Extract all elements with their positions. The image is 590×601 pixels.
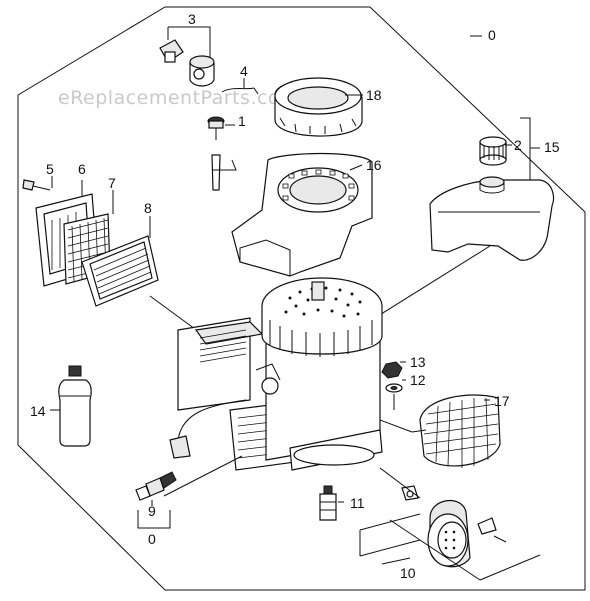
callout-5: 5	[46, 161, 54, 177]
leader-9	[137, 500, 171, 529]
fan-housing-part	[231, 152, 373, 277]
muffler-guard-part	[411, 394, 501, 468]
callout-10: 10	[400, 565, 416, 581]
callout-7: 7	[108, 175, 116, 191]
callout-3: 3	[188, 11, 196, 27]
nut-part	[381, 361, 403, 379]
leader-engine-muffler	[379, 467, 421, 499]
callout-11: 11	[350, 495, 365, 511]
callout-12: 12	[410, 372, 426, 388]
fuel-tank-part	[429, 176, 555, 261]
callout-15: 15	[544, 139, 560, 155]
callout-8: 8	[144, 200, 152, 216]
spark-plug-part	[135, 471, 177, 501]
leader-3	[167, 26, 211, 58]
callout-14: 14	[30, 403, 46, 419]
assembly-boundary	[17, 6, 586, 591]
leader-10	[359, 513, 541, 581]
callout-17: 17	[494, 393, 510, 409]
wire-link-part	[221, 87, 259, 95]
leader-tank-engine	[377, 245, 491, 317]
watermark: eReplacementParts.com	[58, 87, 299, 109]
callout-4: 4	[240, 63, 248, 79]
callout-18: 18	[366, 87, 382, 103]
leader-engine-guard	[379, 419, 413, 433]
leader-16	[349, 164, 363, 171]
leader-12	[393, 379, 406, 410]
callout-2: 2	[514, 137, 522, 153]
callout-13: 13	[410, 354, 426, 370]
engine-assembly	[169, 277, 383, 471]
choke-lever-part	[159, 39, 215, 87]
callout-0-top: 0	[488, 27, 496, 43]
leader-15	[520, 117, 540, 181]
callout-9: 9	[148, 503, 156, 519]
washer-part	[385, 383, 403, 393]
fitting-part	[319, 485, 337, 521]
screw-5-part	[22, 179, 51, 191]
filter-pad-part	[81, 235, 159, 307]
muffler-part	[401, 485, 507, 568]
callout-1: 1	[238, 113, 246, 129]
callout-16: 16	[366, 157, 382, 173]
screw-knob-part	[207, 116, 237, 191]
callout-6: 6	[78, 161, 86, 177]
oil-bottle-part	[58, 365, 92, 447]
callout-0-bottom: 0	[148, 531, 156, 547]
leader-head-plug	[163, 455, 243, 497]
fuel-cap-part	[479, 136, 507, 166]
fan-ring-part	[274, 77, 363, 137]
